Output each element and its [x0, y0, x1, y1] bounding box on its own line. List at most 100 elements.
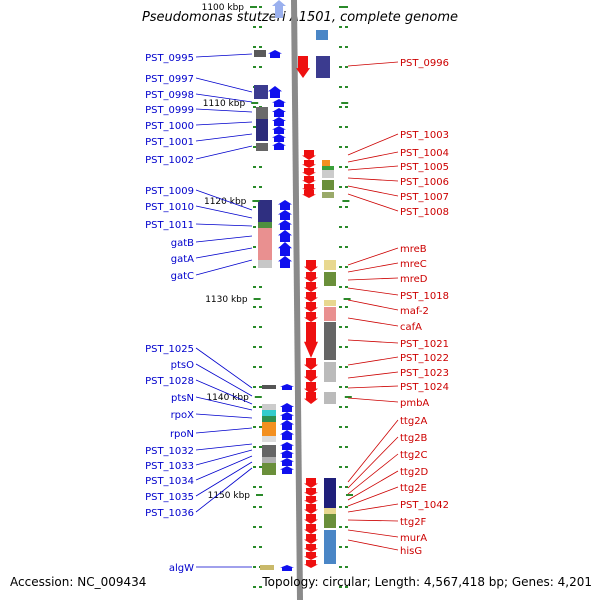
kbp-tick-label: 1110 kbp [203, 99, 246, 109]
gene-label[interactable]: PST_1028 [145, 376, 194, 387]
gene-arrow [304, 292, 318, 302]
gene-label[interactable]: hisG [400, 546, 422, 557]
leader-line [347, 339, 399, 344]
gene-label[interactable]: PST_1002 [145, 155, 194, 166]
gene-label[interactable]: PST_1032 [145, 446, 194, 457]
gene-label[interactable]: PST_1010 [145, 202, 194, 213]
gene-label[interactable]: PST_0996 [400, 58, 449, 69]
leader-line [195, 53, 253, 58]
gene-arrow [304, 514, 318, 524]
leader-line [195, 461, 253, 497]
gene-arrow [280, 420, 294, 430]
gene-arrow [304, 370, 318, 382]
gene-label[interactable]: ptsN [171, 393, 194, 404]
gene-label[interactable]: PST_1018 [400, 291, 449, 302]
gene-label[interactable]: ttg2B [400, 433, 428, 444]
gene-label[interactable]: PST_1025 [145, 344, 194, 355]
gene-arrow [280, 458, 294, 466]
leader-line [347, 277, 399, 281]
gene-label[interactable]: PST_0997 [145, 74, 194, 85]
gene-label[interactable]: ptsO [171, 360, 194, 371]
gene-label[interactable]: PST_1003 [400, 130, 449, 141]
gene-label[interactable]: ttg2A [400, 416, 428, 427]
leader-line [347, 61, 399, 67]
gene-label[interactable]: mreB [400, 244, 427, 255]
gene-label[interactable]: murA [400, 533, 427, 544]
gene-arrow [278, 220, 292, 230]
gene-label[interactable]: PST_1000 [145, 121, 194, 132]
gene-arrow [268, 50, 282, 58]
left-gene-labels: PST_0995PST_0997PST_0998PST_0999PST_1000… [145, 53, 253, 574]
kbp-tick [342, 200, 350, 202]
gene-label[interactable]: rpoN [170, 429, 194, 440]
gene-label[interactable]: gatA [171, 254, 194, 265]
leader-line [347, 419, 399, 483]
gene-label[interactable]: rpoX [171, 410, 195, 421]
kbp-tick [341, 102, 349, 104]
gene-label[interactable]: cafA [400, 322, 422, 333]
gene-arrow [302, 168, 316, 176]
gene-label[interactable]: PST_0999 [145, 105, 194, 116]
gene-label[interactable]: mreD [400, 274, 428, 285]
map-title: Pseudomonas stutzeri A1501, complete gen… [141, 10, 459, 25]
gene-label[interactable]: PST_1022 [400, 353, 449, 364]
gene-arrow [304, 358, 318, 370]
gene-arrow [268, 86, 282, 98]
leader-line [195, 455, 253, 481]
gene-label[interactable]: PST_1007 [400, 192, 449, 203]
gene-arrow [304, 496, 318, 504]
gene-label[interactable]: PST_1011 [145, 220, 194, 231]
leader-line [347, 529, 399, 538]
gene-label[interactable]: mreC [400, 259, 427, 270]
gene-label[interactable]: PST_1008 [400, 207, 449, 218]
kbp-tick-label: 1150 kbp [208, 491, 251, 501]
gene-label[interactable]: gatB [171, 238, 194, 249]
leader-line [347, 185, 399, 197]
gene-label[interactable]: PST_0995 [145, 53, 194, 64]
gene-label[interactable]: PST_1005 [400, 162, 449, 173]
gene-label[interactable]: PST_0998 [145, 90, 194, 101]
gene-label[interactable]: PST_1033 [145, 461, 194, 472]
gene-arrow [302, 160, 316, 168]
gene-arrow [304, 544, 318, 552]
leader-line [195, 145, 253, 160]
gene-label[interactable]: PST_1021 [400, 339, 449, 350]
gene-arrow [304, 488, 318, 496]
kbp-tick [254, 396, 262, 398]
gene-arrow [304, 382, 318, 394]
gene-label[interactable]: PST_1023 [400, 368, 449, 379]
leader-line [347, 539, 399, 551]
gene-label[interactable]: PST_1024 [400, 382, 449, 393]
leader-line [195, 189, 253, 211]
gene-label[interactable]: PST_1042 [400, 500, 449, 511]
gene-label[interactable]: PST_1004 [400, 148, 449, 159]
leader-line [195, 235, 253, 243]
gene-label[interactable]: PST_1001 [145, 137, 194, 148]
gene-label[interactable]: ttg2F [400, 517, 427, 528]
gene-label[interactable]: algW [169, 563, 194, 574]
gene-label[interactable]: pmbA [400, 398, 429, 409]
gene-label[interactable]: maf-2 [400, 306, 429, 317]
gene-arrow [272, 117, 286, 126]
leader-line [195, 347, 253, 389]
gene-label[interactable]: PST_1036 [145, 508, 194, 519]
leader-line [347, 397, 399, 403]
gene-label[interactable]: gatC [171, 271, 194, 282]
gene-arrow [304, 302, 318, 312]
kbp-tick [344, 396, 352, 398]
gene-label[interactable]: PST_1035 [145, 492, 194, 503]
leader-line [347, 287, 399, 296]
gene-label[interactable]: ttg2C [400, 450, 428, 461]
gene-arrow [304, 392, 318, 404]
gene-arrow [272, 126, 286, 134]
gene-arrow [280, 450, 294, 458]
gene-label[interactable]: PST_1006 [400, 177, 449, 188]
gene-label[interactable]: PST_1034 [145, 476, 194, 487]
leader-line [195, 223, 253, 227]
leader-line [195, 133, 253, 142]
gene-label[interactable]: ttg2E [400, 483, 427, 494]
gene-label[interactable]: ttg2D [400, 467, 429, 478]
gene-label[interactable]: PST_1009 [145, 186, 194, 197]
kbp-tick-label: 1100 kbp [202, 3, 245, 13]
